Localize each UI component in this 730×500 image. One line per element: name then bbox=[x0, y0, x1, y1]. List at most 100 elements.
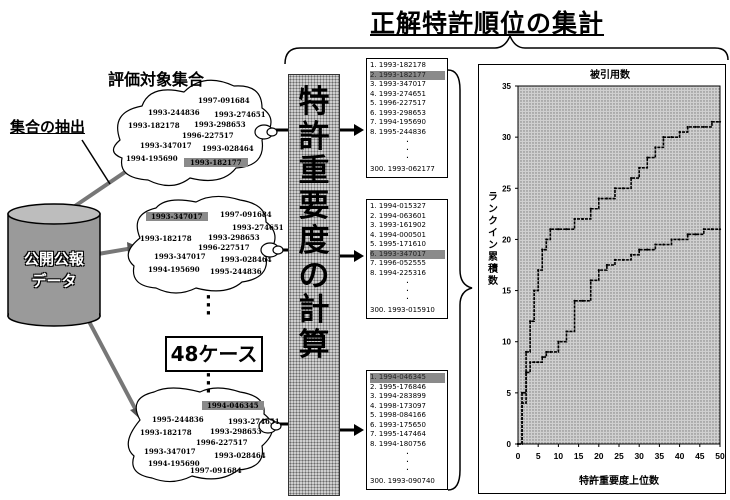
cloud-highlight-item: 1994-046345 bbox=[202, 401, 264, 410]
chart-title: 被引用数 bbox=[590, 68, 631, 81]
plot-area bbox=[517, 85, 721, 445]
list-row: 1. 1993-182178 bbox=[370, 61, 426, 69]
series-2-point bbox=[621, 258, 625, 261]
series-2-point bbox=[516, 442, 520, 446]
series-1-point bbox=[589, 207, 592, 210]
series-2-point bbox=[605, 263, 608, 267]
cloud-item: 1993-274651 bbox=[214, 110, 266, 119]
series-1-point bbox=[702, 125, 705, 129]
cloud-item: 1993-298653 bbox=[210, 427, 262, 436]
cloud-item: 1997-091684 bbox=[190, 466, 242, 475]
x-tick-label: 40 bbox=[675, 451, 685, 461]
list-row: 7. 1995-147464 bbox=[370, 430, 426, 438]
cloud-item: 1993-182178 bbox=[140, 234, 192, 243]
list-row: 5. 1996-227517 bbox=[370, 99, 426, 107]
cases-label: 48ケース bbox=[165, 336, 263, 372]
cloud-item: 1996-227517 bbox=[196, 438, 248, 447]
series-1-point bbox=[718, 120, 722, 123]
calc-char: 要 bbox=[298, 188, 330, 225]
list-row: 1. 1994-015327 bbox=[370, 202, 426, 210]
list-row: 4. 1998-173097 bbox=[370, 401, 426, 410]
series-1-point bbox=[630, 176, 633, 180]
list-last-row: 300. 1993-090740 bbox=[370, 477, 435, 485]
ellipsis-dots-lower: ··· bbox=[205, 365, 212, 402]
list-row: 3. 1994-283899 bbox=[370, 392, 426, 400]
cloud-item: 1995-244836 bbox=[152, 415, 204, 424]
cloud-item: 1993-347017 bbox=[140, 141, 192, 150]
list-brace bbox=[447, 69, 473, 491]
series-1-point bbox=[541, 248, 544, 251]
cloud-item: 1993-028464 bbox=[202, 144, 254, 153]
series-1-point bbox=[537, 269, 540, 272]
x-tick-label: 25 bbox=[614, 451, 624, 461]
series-2-point bbox=[630, 253, 633, 256]
list-row-highlight: 1. 1994-046345 bbox=[370, 373, 445, 383]
series-1-point bbox=[529, 320, 532, 323]
extraction-label: 集合の抽出 bbox=[10, 118, 86, 136]
database-label-line2: データ bbox=[31, 272, 77, 290]
series-1-point bbox=[605, 197, 608, 200]
list-row: 3. 1993-161902 bbox=[370, 221, 426, 229]
series-2-point bbox=[581, 299, 584, 302]
series-1-point bbox=[520, 391, 524, 394]
cloud-item: 1997-091684 bbox=[198, 96, 250, 105]
cloud-highlight-item: 1993-182177 bbox=[184, 158, 248, 167]
y-tick-label: 15 bbox=[502, 287, 511, 296]
diagram-title: 正解特許順位の集計 bbox=[370, 9, 605, 38]
calc-label: 特許重要度の計算 bbox=[289, 85, 339, 363]
cloud-item: 1993-298653 bbox=[194, 120, 246, 129]
series-1-point bbox=[549, 228, 552, 231]
series-1-point bbox=[613, 187, 617, 190]
series-2-point bbox=[520, 401, 524, 405]
series-2-point bbox=[537, 361, 540, 364]
cloud-item: 1993-298653 bbox=[208, 233, 260, 242]
series-2-point bbox=[662, 243, 665, 246]
series-2-point bbox=[702, 228, 705, 231]
list-row: 3. 1993-347017 bbox=[370, 80, 426, 88]
cloud-item: 1995-244836 bbox=[210, 267, 262, 276]
series-1-point bbox=[646, 156, 649, 159]
series-1-point bbox=[581, 217, 584, 221]
calc-char: 計 bbox=[298, 292, 330, 329]
series-2-point bbox=[545, 350, 548, 354]
series-1-point bbox=[621, 187, 625, 190]
y-tick-label: 30 bbox=[502, 133, 511, 142]
list-last-row: 300. 1993-015910 bbox=[370, 306, 435, 314]
arrow-to-cloud-2 bbox=[97, 246, 134, 256]
cloud-highlight-item: 1993-347017 bbox=[146, 212, 208, 221]
list-ellipsis: ··· bbox=[405, 137, 410, 164]
cloud-item: 1996-227517 bbox=[182, 131, 234, 140]
series-1-point bbox=[597, 197, 600, 200]
calc-char: 度 bbox=[298, 222, 330, 259]
cloud-2: 1993-347017 1997-091684 1993-182178 1993… bbox=[140, 210, 284, 290]
list-row: 5. 1998-084166 bbox=[370, 411, 426, 419]
series-2-point bbox=[533, 361, 536, 364]
calc-column: 特許重要度の計算 bbox=[288, 74, 340, 496]
extract-pointer bbox=[81, 139, 111, 185]
list-row: 7. 1996-052555 bbox=[370, 259, 426, 267]
x-tick-label: 35 bbox=[655, 451, 665, 461]
cloud-shape-3 bbox=[127, 387, 282, 483]
list-row: 8. 1994-180756 bbox=[370, 439, 426, 448]
series-2-point bbox=[646, 248, 649, 251]
list-row: 2. 1995-176846 bbox=[370, 382, 426, 391]
x-tick-label: 45 bbox=[695, 451, 705, 461]
series-2-point bbox=[549, 350, 552, 354]
series-2-point bbox=[589, 279, 592, 282]
series-1-point bbox=[573, 217, 576, 221]
y-tick-label: 10 bbox=[502, 338, 511, 347]
series-1-point bbox=[710, 120, 714, 123]
arrow-to-cloud-1 bbox=[73, 164, 136, 208]
list-row: 4. 1993-274651 bbox=[370, 89, 426, 98]
list-row-highlight: 2. 1993-182177 bbox=[370, 70, 445, 80]
list-ellipsis: ··· bbox=[405, 278, 410, 305]
series-2-point bbox=[654, 243, 657, 246]
cloud-item: 1993-028464 bbox=[214, 451, 266, 460]
series-1-point bbox=[678, 130, 681, 134]
x-tick-label: 15 bbox=[574, 451, 584, 461]
series-2-point bbox=[613, 258, 617, 261]
series-1-point bbox=[565, 228, 568, 231]
